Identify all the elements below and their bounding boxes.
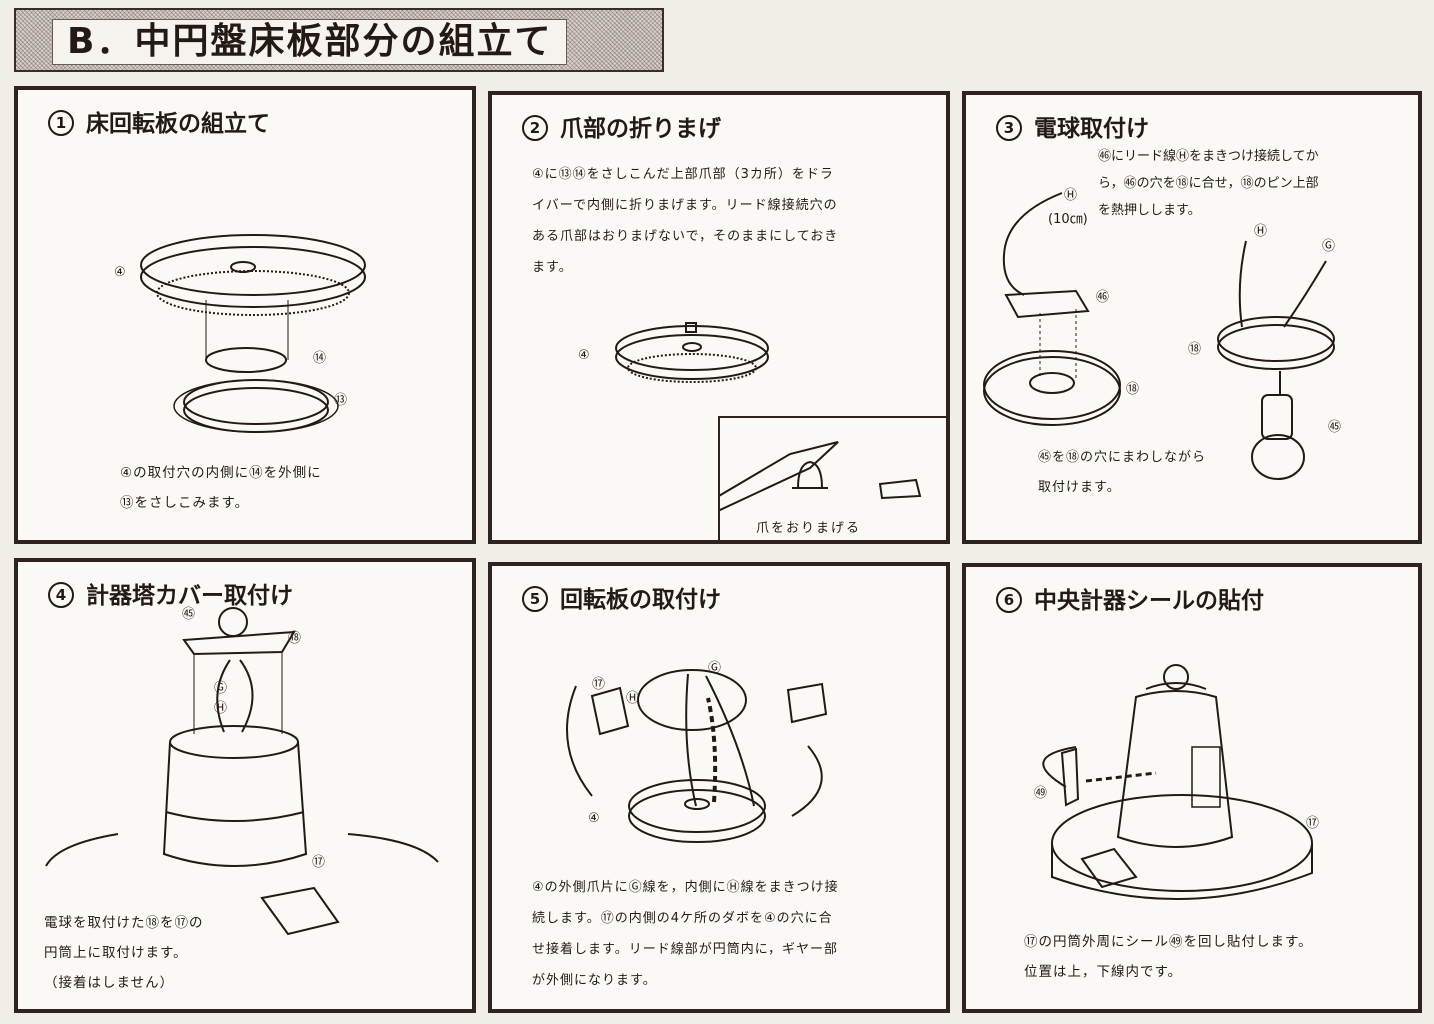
part-label: ⑰ (592, 677, 605, 692)
part-label: Ⓗ (214, 701, 227, 716)
step-note: ④の外側爪片にⒼ線を，内側にⒽ線をまきつけ接 続します。⑰の内側の4ケ所のダボを… (532, 880, 839, 988)
center-meter-seal-illustration: ㊾ ⑰ (1034, 664, 1319, 901)
step-number: 2 (522, 115, 548, 141)
part-label: ④ (578, 348, 590, 363)
bulb-installation-illustration: Ⓗ (10㎝) ㊻ ⑱ Ⓗ Ⓖ ⑱ ㊺ (983, 188, 1341, 480)
section-title: B．中円盤床板部分の組立て (52, 19, 568, 65)
tab-folding-illustration: ④ (578, 322, 769, 383)
step-note: ㊻にリード線Ⓗをまきつけ接続してか ら，㊻の穴を⑱に合せ，⑱のピン上部 を熱押し… (1098, 149, 1319, 218)
inset-caption: 爪をおりまげる (756, 521, 862, 536)
meter-tower-cover-illustration: ㊺ ⑱ Ⓖ Ⓗ ⑰ (45, 607, 439, 936)
floor-plate-assembly-illustration: ④ ⑭ ⑬ (114, 234, 366, 433)
part-label: (10㎝) (1048, 212, 1088, 227)
step-note: ㊺を⑱の穴にまわしながら 取付けます。 (1038, 450, 1207, 495)
step-note: ④の取付穴の内側に⑭を外側に ⑬をさしこみます。 (120, 465, 322, 511)
part-label: ⑭ (313, 351, 326, 366)
part-label: Ⓖ (708, 661, 721, 676)
part-label: Ⓗ (1254, 224, 1267, 239)
step-note: ④に⑬⑭をさしこんだ上部爪部（3カ所）をドラ イバーで内側に折りまげます。リード… (532, 167, 839, 275)
part-label: Ⓖ (1322, 239, 1335, 254)
rotating-plate-illustration: ⑰ Ⓖ Ⓗ ④ (566, 661, 828, 843)
part-label: ⑱ (1126, 382, 1139, 397)
step-number: 1 (48, 110, 74, 136)
part-label: Ⓗ (626, 691, 639, 706)
part-label: ㊾ (1034, 786, 1047, 801)
part-label: ⑬ (334, 393, 347, 408)
step-number: 5 (522, 586, 548, 612)
step-note: ⑰の円筒外周にシール㊾を回し貼付します。 位置は上，下線内です。 (1024, 934, 1313, 980)
part-label: Ⓖ (214, 681, 227, 696)
part-label: ㊺ (182, 607, 195, 622)
fold-detail-inset: 爪をおりまげる (710, 416, 948, 542)
part-label: ④ (114, 265, 126, 280)
part-label: Ⓗ (1064, 188, 1077, 203)
part-label: ⑰ (1306, 816, 1319, 831)
step-number: 6 (996, 587, 1022, 613)
part-label: ⑱ (1188, 342, 1201, 357)
part-label: ④ (588, 811, 600, 826)
part-label: ⑰ (312, 855, 325, 870)
step-number: 3 (996, 115, 1022, 141)
part-label: ⑱ (288, 631, 301, 646)
part-label: ㊻ (1096, 290, 1109, 305)
step-note: 電球を取付けた⑱を⑰の 円筒上に取付けます。 （接着はしません） (44, 915, 204, 991)
section-header: B．中円盤床板部分の組立て (14, 8, 664, 72)
part-label: ㊺ (1328, 420, 1341, 435)
step-number: 4 (48, 582, 74, 608)
